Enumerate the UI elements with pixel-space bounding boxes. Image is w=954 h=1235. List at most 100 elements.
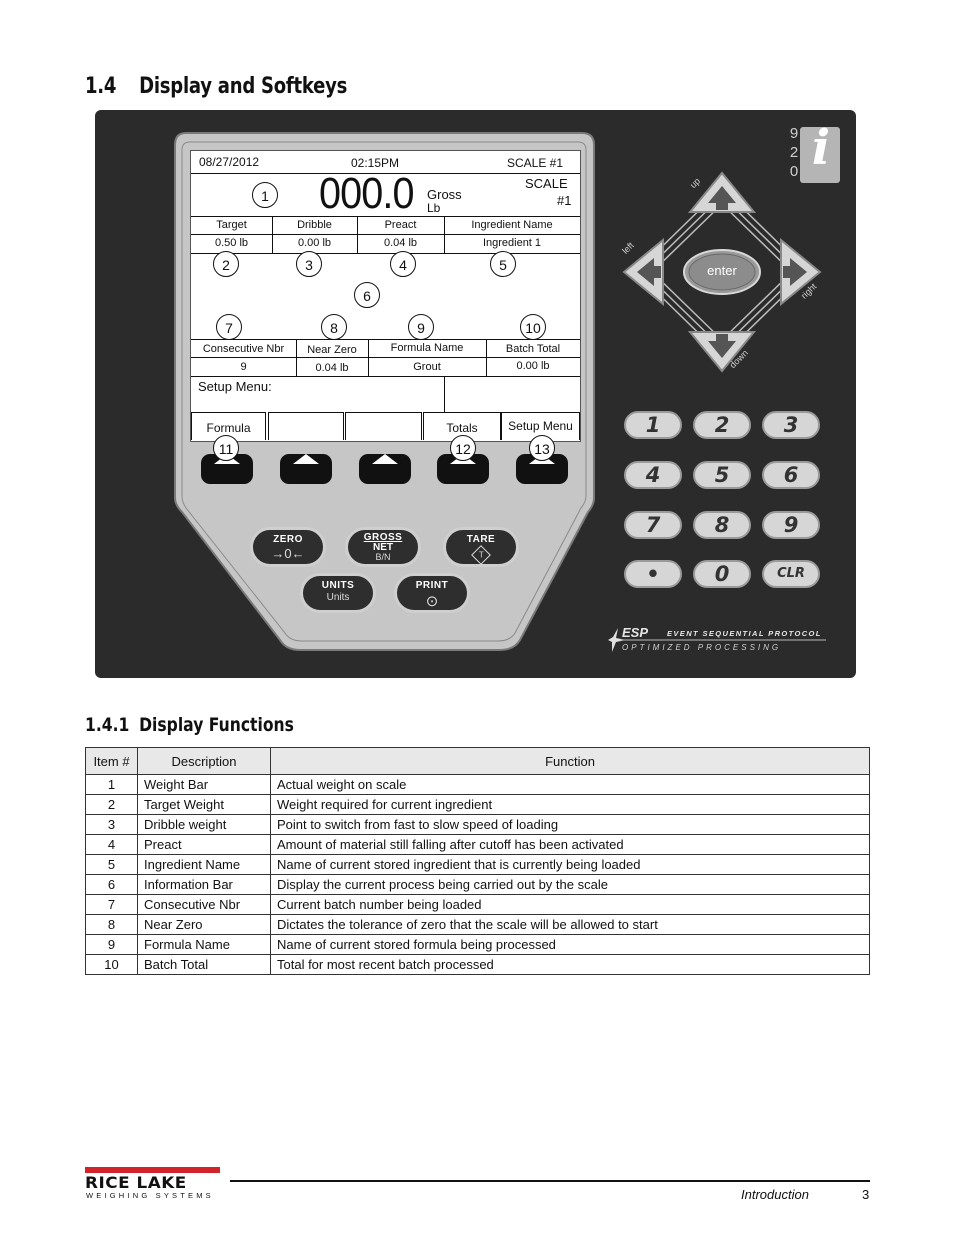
key-decimal[interactable]: •: [624, 560, 682, 588]
print-button[interactable]: PRINT ⊙: [394, 573, 470, 613]
callout-3: 3: [296, 251, 322, 277]
scale-number: #1: [557, 193, 572, 208]
gross-label: Gross: [427, 187, 462, 202]
subsection-heading: 1.4.1 Display Functions: [85, 714, 294, 736]
ingredient-value: Ingredient 1: [482, 237, 542, 249]
key-0[interactable]: 0: [693, 560, 751, 588]
dribble-value: 0.00 lb: [297, 237, 332, 249]
cell-item: 10: [85, 954, 138, 975]
cell-function: Name of current stored ingredient that i…: [270, 854, 870, 875]
model-digit: 0: [789, 163, 799, 180]
zero-button[interactable]: ZERO →0←: [250, 527, 326, 567]
ingredient-header: Ingredient Name: [471, 219, 553, 231]
key-5[interactable]: 5: [693, 461, 751, 489]
consecutive-header: Consecutive Nbr: [202, 343, 285, 355]
cell-description: Ingredient Name: [137, 854, 271, 875]
key-4[interactable]: 4: [624, 461, 682, 489]
subsection-number: 1.4.1: [85, 714, 130, 736]
logo-bar: [85, 1167, 220, 1173]
col-description: Description: [137, 747, 271, 775]
batch-total-header: Batch Total: [505, 343, 561, 355]
logo-sub: WEIGHING SYSTEMS: [86, 1191, 214, 1200]
consecutive-value: 9: [240, 361, 247, 373]
esp-title: ESP: [622, 625, 649, 640]
model-digit: 2: [789, 144, 799, 161]
esp-star-icon: [608, 628, 626, 652]
gross-label: GROSS: [363, 532, 403, 543]
cell-item: 7: [85, 894, 138, 915]
cell-description: Preact: [137, 834, 271, 855]
print-icon: ⊙: [425, 593, 439, 610]
key-7[interactable]: 7: [624, 511, 682, 539]
target-value: 0.50 lb: [214, 237, 249, 249]
divider: [191, 216, 580, 217]
model-digit: 9: [789, 125, 799, 142]
footer-rule: [230, 1180, 870, 1182]
cell-item: 9: [85, 934, 138, 955]
up-arrow-icon[interactable]: [687, 171, 757, 213]
preact-header: Preact: [384, 219, 417, 231]
cell-description: Weight Bar: [137, 774, 271, 795]
callout-7: 7: [216, 314, 242, 340]
weight-readout: 000.0: [319, 169, 414, 218]
key-8[interactable]: 8: [693, 511, 751, 539]
tare-button[interactable]: TARE T: [443, 527, 519, 567]
top-grid: Target Dribble Preact Ingredient Name 0.…: [191, 217, 580, 254]
callout-4: 4: [390, 251, 416, 277]
cell-function: Weight required for current ingredient: [270, 794, 870, 815]
callout-11: 11: [213, 435, 239, 461]
softkey-3-button[interactable]: [359, 454, 411, 484]
cell-description: Target Weight: [137, 794, 271, 815]
cell-function: Name of current stored formula being pro…: [270, 934, 870, 955]
bottom-grid: Consecutive Nbr Near Zero Formula Name B…: [191, 339, 580, 377]
key-3[interactable]: 3: [762, 411, 820, 439]
key-1[interactable]: 1: [624, 411, 682, 439]
enter-button[interactable]: enter: [707, 263, 737, 278]
softkey-label-totals: Totals: [423, 412, 501, 440]
formula-name-header: Formula Name: [390, 342, 464, 354]
callout-6: 6: [354, 282, 380, 308]
cell-item: 3: [85, 814, 138, 835]
lcd-date: 08/27/2012: [199, 155, 260, 169]
preact-value: 0.04 lb: [383, 237, 418, 249]
info-bar: Setup Menu:: [198, 379, 272, 394]
right-arrow-icon[interactable]: [780, 237, 822, 307]
cell-function: Point to switch from fast to slow speed …: [270, 814, 870, 835]
key-9[interactable]: 9: [762, 511, 820, 539]
cell-function: Dictates the tolerance of zero that the …: [270, 914, 870, 935]
bn-label: B/N: [375, 552, 391, 562]
callout-10: 10: [520, 314, 546, 340]
footer-section: Introduction: [741, 1187, 809, 1202]
lcd-time: 02:15PM: [351, 156, 400, 170]
softkey-label-blank: [268, 412, 344, 440]
subsection-title: Display Functions: [139, 714, 294, 736]
cell-function: Total for most recent batch processed: [270, 954, 870, 975]
units-button[interactable]: UNITS Units: [300, 573, 376, 613]
left-arrow-icon[interactable]: [622, 237, 664, 307]
key-6[interactable]: 6: [762, 461, 820, 489]
model-badge: [800, 127, 840, 183]
gross-net-button[interactable]: GROSS NET B/N: [345, 527, 421, 567]
key-2[interactable]: 2: [693, 411, 751, 439]
softkey-2-button[interactable]: [280, 454, 332, 484]
key-clr[interactable]: CLR: [762, 560, 820, 588]
tare-icon: T: [471, 545, 491, 565]
col-function: Function: [270, 747, 870, 775]
model-letter: i: [811, 120, 831, 176]
model-digits: 9 2 0: [787, 124, 801, 181]
col-item: Item #: [85, 747, 138, 775]
down-arrow-icon[interactable]: [687, 331, 757, 373]
near-zero-value: 0.04 lb: [315, 362, 349, 374]
scale-word: SCALE: [525, 176, 568, 191]
cell-description: Dribble weight: [137, 814, 271, 835]
